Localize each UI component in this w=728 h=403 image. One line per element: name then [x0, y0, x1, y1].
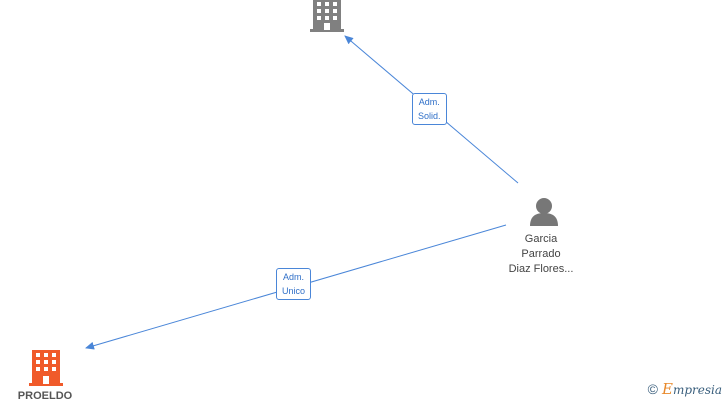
person-name-line-2: Parrado: [521, 248, 561, 260]
edge-label-adm-solid[interactable]: Adm. Solid.: [412, 93, 447, 125]
edge-label-line-1: Adm.: [418, 97, 440, 107]
building-icon-bottom[interactable]: [29, 350, 63, 386]
person-name-line-3: Diaz Flores...: [508, 263, 574, 275]
brand-logo: © Empresia: [648, 380, 722, 398]
copyright-icon: ©: [647, 381, 658, 397]
building-icon-top[interactable]: [310, 0, 344, 32]
edge-label-line-2: Solid.: [418, 111, 441, 121]
person-icon[interactable]: [528, 197, 560, 227]
brand-wordmark: Empresia: [661, 380, 722, 398]
company-label-bottom[interactable]: PROELDO: [17, 390, 73, 402]
edge-label-line-1: Adm.: [283, 272, 305, 282]
edge-label-adm-unico[interactable]: Adm. Unico: [276, 268, 312, 300]
person-name-line-1: Garcia: [524, 233, 558, 245]
person-name-label[interactable]: Garcia Parrado Diaz Flores...: [496, 232, 586, 277]
edge-label-line-2: Unico: [282, 286, 306, 296]
